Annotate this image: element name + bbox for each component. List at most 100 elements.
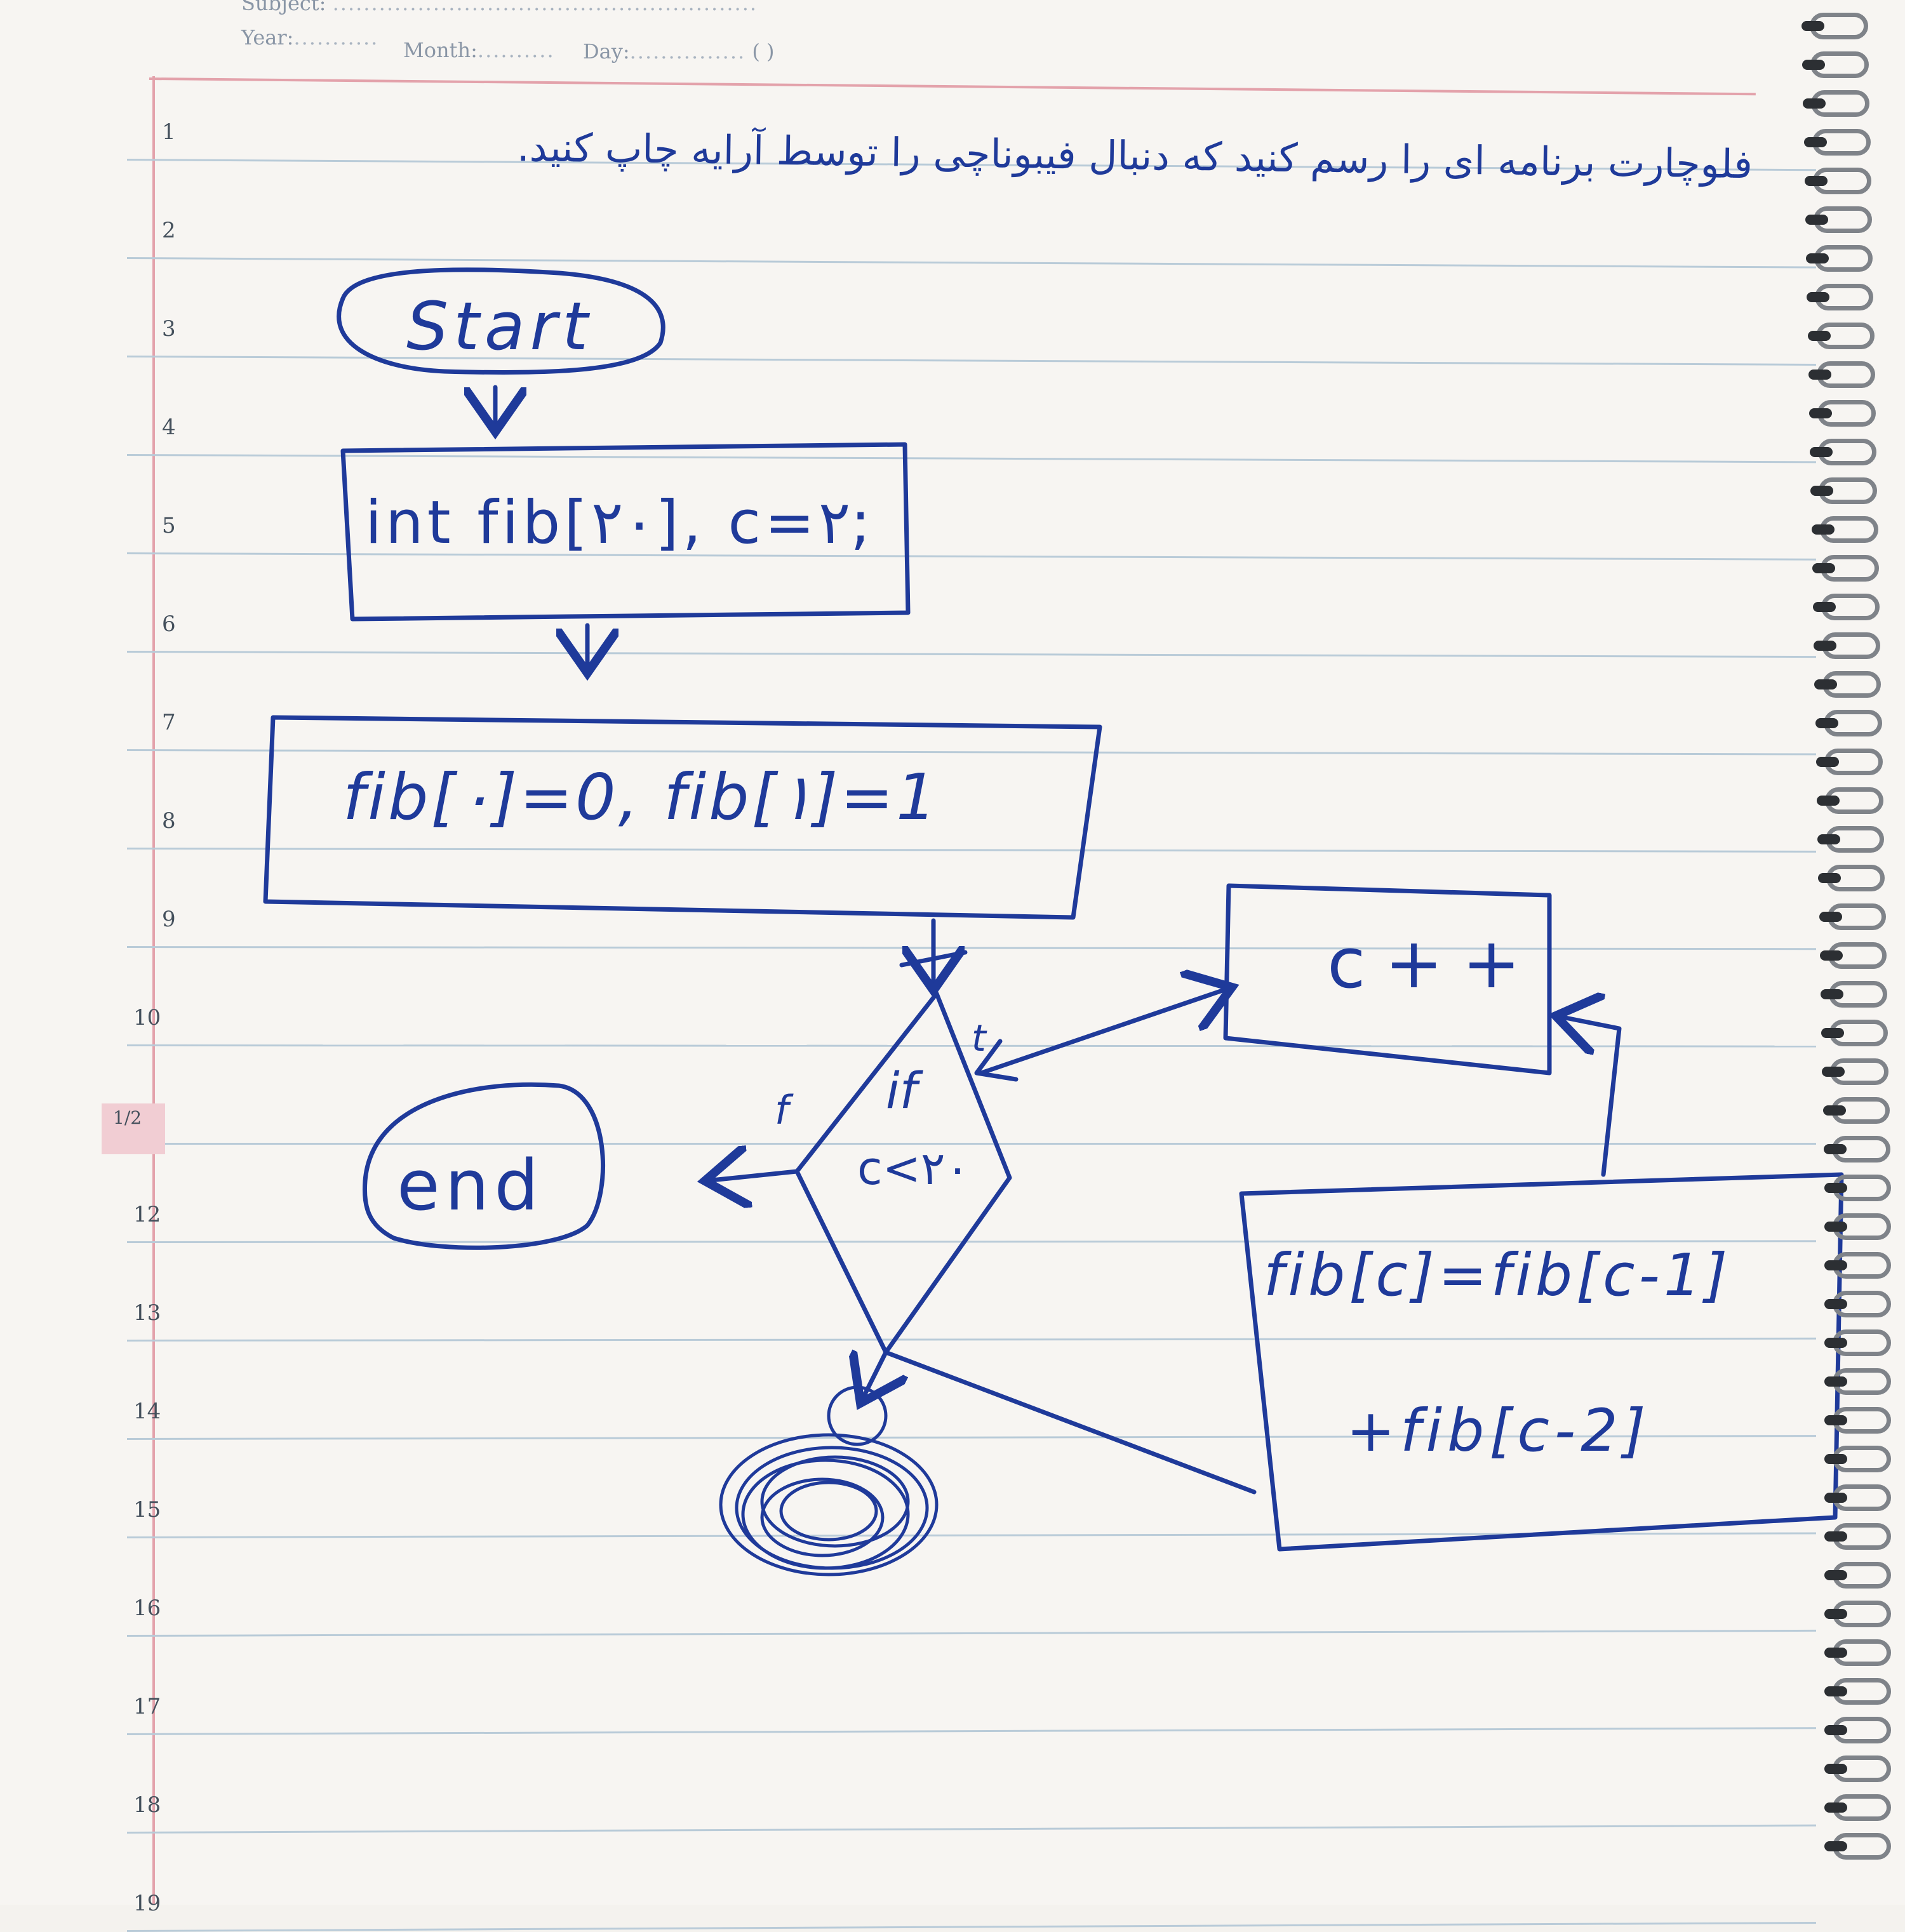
line-number: 15: [133, 1497, 161, 1522]
half-page-mark: 1/2: [102, 1103, 165, 1154]
spiral-ring: [1807, 284, 1874, 310]
spiral-ring: [1802, 51, 1869, 78]
spiral-ring: [1824, 1213, 1891, 1240]
line-number: 4: [162, 415, 176, 440]
spiral-ring: [1814, 632, 1881, 659]
ruled-line: [127, 1143, 1816, 1145]
spiral-ring: [1815, 710, 1882, 736]
arrow-compute-to-increment: [1556, 1016, 1622, 1177]
spiral-ring: [1824, 1252, 1891, 1279]
subject-dots: ........................................…: [332, 0, 758, 15]
spiral-ring: [1824, 1291, 1891, 1317]
month-label: Month:: [403, 38, 478, 62]
spiral-ring: [1824, 1329, 1891, 1356]
spiral-ring: [1807, 323, 1875, 349]
spiral-ring: [1824, 1678, 1891, 1705]
spiral-ring: [1824, 1639, 1891, 1666]
spiral-ring: [1818, 865, 1885, 891]
spiral-ring: [1808, 361, 1875, 388]
spiral-ring: [1824, 1484, 1891, 1511]
spiral-ring: [1824, 1562, 1891, 1589]
day-label: Day:: [583, 39, 630, 63]
spiral-ring: [1824, 1601, 1891, 1627]
spiral-ring: [1813, 594, 1880, 620]
day-paren: ( ): [752, 39, 775, 63]
margin-line: [152, 76, 155, 1905]
spiral-ring: [1809, 400, 1876, 427]
spiral-ring: [1824, 1794, 1891, 1821]
spiral-ring: [1821, 1020, 1888, 1046]
line-number: 12: [133, 1202, 161, 1227]
arrow-false-to-end: [705, 1171, 799, 1181]
arrowhead-increment-to-decision: [974, 1039, 1019, 1082]
spiral-ring: [1822, 1058, 1889, 1085]
year-header: Year:...........: [241, 25, 378, 50]
compute-line2: +fib[c-2]: [1346, 1397, 1651, 1465]
compute-line1: fib[c]=fib[c-1]: [1264, 1241, 1731, 1309]
spiral-ring: [1821, 981, 1887, 1008]
line-number: 14: [133, 1399, 161, 1424]
line-number: 8: [162, 808, 176, 834]
ruled-line: [126, 1922, 1816, 1932]
spiral-ring: [1814, 671, 1882, 698]
spiral-ring: [1824, 1755, 1891, 1782]
condition-label-if: if: [886, 1063, 924, 1120]
end-terminal: [362, 1082, 605, 1250]
spiral-ring: [1803, 90, 1870, 117]
condition-label-expr: c<۲۰: [857, 1142, 970, 1195]
spiral-ring: [1801, 13, 1868, 39]
spiral-ring: [1824, 1717, 1891, 1743]
spiral-ring: [1812, 555, 1879, 582]
spiral-ring: [1824, 1175, 1891, 1201]
true-branch-label: t: [972, 1016, 987, 1060]
spiral-ring: [1819, 903, 1886, 930]
spiral-ring: [1815, 749, 1883, 775]
spiral-ring: [1823, 1136, 1890, 1163]
month-dots: ..........: [477, 38, 555, 62]
day-dots: ...............: [629, 39, 746, 63]
start-label: Start: [406, 288, 593, 365]
line-number: 1: [162, 119, 176, 145]
line-number: 17: [133, 1694, 161, 1719]
subject-header: Subject: ...............................…: [241, 0, 758, 15]
line-number: 18: [133, 1792, 161, 1818]
spiral-ring: [1824, 1833, 1891, 1860]
line-number: 6: [162, 611, 176, 637]
year-label: Year:: [241, 25, 294, 50]
half-page-label: 1/2: [113, 1107, 142, 1128]
line-number: 7: [162, 710, 176, 735]
spiral-ring: [1811, 516, 1878, 543]
decision-entry-tick: [899, 950, 968, 968]
spiral-ring: [1803, 129, 1871, 156]
false-branch-label: f: [775, 1087, 794, 1133]
line-number: 3: [162, 316, 176, 342]
spiral-ring: [1806, 245, 1873, 272]
subject-label: Subject:: [241, 0, 326, 15]
increment-label: c++: [1327, 923, 1540, 1004]
line-number: 16: [133, 1596, 161, 1621]
spiral-ring: [1804, 168, 1871, 194]
init-label: fib[۰]=0, fib[۱]=1: [343, 760, 939, 834]
month-header: Month:..........: [403, 38, 555, 62]
end-label: end: [397, 1145, 544, 1226]
declare-label: int fib[۲۰], c=۲;: [365, 488, 871, 557]
line-number: 2: [162, 218, 176, 243]
spiral-ring: [1805, 206, 1872, 233]
spiral-ring: [1817, 787, 1883, 814]
scribbled-connector: [719, 1385, 939, 1576]
start-terminal: [337, 267, 665, 375]
arrow-decision-to-increment: [979, 987, 1232, 1076]
day-header: Day:............... ( ): [583, 39, 774, 63]
spiral-ring: [1817, 826, 1885, 853]
spiral-ring: [1822, 1097, 1890, 1124]
spiral-ring: [1824, 1368, 1891, 1395]
line-number: 5: [162, 513, 176, 538]
line-number: 13: [133, 1300, 161, 1326]
year-dots: ...........: [293, 25, 379, 50]
line-number: 9: [162, 907, 176, 932]
spiral-ring: [1810, 439, 1877, 465]
line-number: 10: [133, 1005, 161, 1030]
spiral-ring: [1824, 1407, 1891, 1434]
